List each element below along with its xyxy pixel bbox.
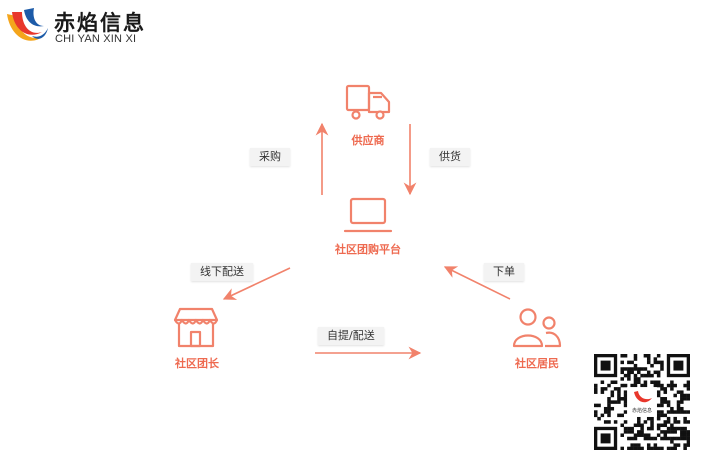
node-label-supplier: 供应商 [351, 134, 385, 147]
storefront-icon [173, 307, 219, 348]
qr-badge-text: 赤焰信息 [632, 407, 652, 414]
people-icon [512, 308, 562, 348]
arrow-order [443, 266, 511, 300]
edge-label-purchase: 采购 [250, 148, 290, 166]
qr-code[interactable]: 赤焰信息 [594, 354, 690, 450]
arrow-offline [222, 267, 291, 300]
truck-icon [345, 84, 391, 120]
node-label-leader: 社区团长 [175, 357, 219, 370]
brand-name-en: CHI YAN XIN XI [55, 33, 137, 45]
monitor-icon [343, 197, 393, 233]
brand-name-cn: 赤焰信息 [54, 11, 146, 35]
brand-logo: 赤焰信息 CHI YAN XIN XI [4, 6, 164, 50]
edge-label-order: 下单 [484, 263, 524, 281]
edge-label-pickup: 自提/配送 [318, 327, 384, 345]
edge-label-offline: 线下配送 [191, 263, 253, 281]
node-label-residents: 社区居民 [515, 357, 559, 370]
edge-label-supply: 供货 [430, 148, 470, 166]
logo-mark-icon [7, 8, 48, 41]
node-label-platform: 社区团购平台 [335, 243, 401, 256]
qr-logo-icon [634, 391, 652, 403]
